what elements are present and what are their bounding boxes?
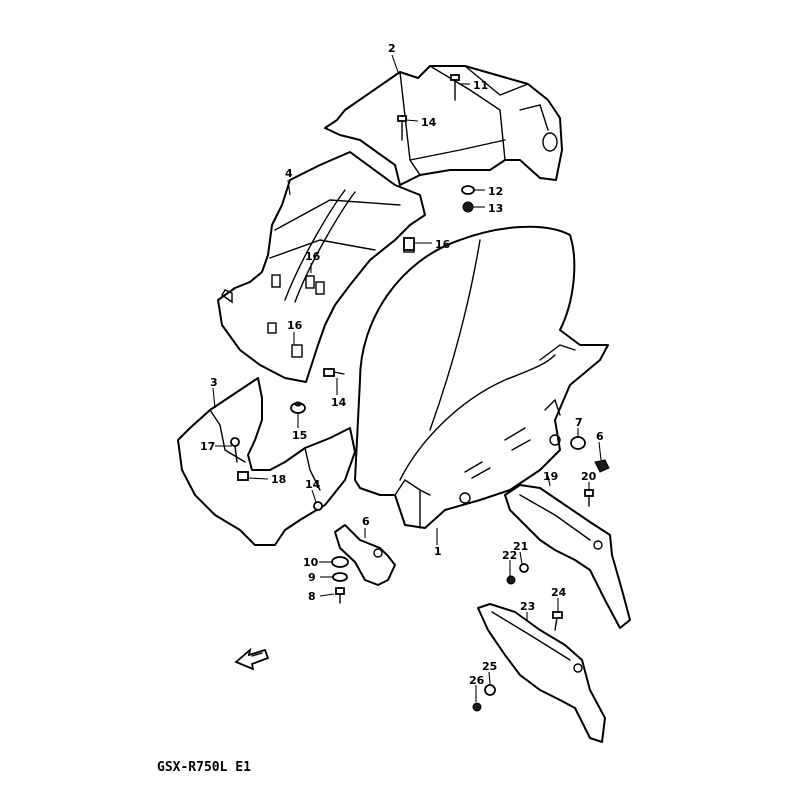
bolt-8	[335, 587, 345, 604]
callout-23: 23	[520, 600, 535, 613]
washer-21	[519, 563, 529, 573]
callout-13: 13	[488, 202, 503, 215]
callout-2: 2	[388, 42, 396, 55]
callout-3: 3	[210, 376, 218, 389]
screw-17	[230, 437, 240, 463]
callout-18: 18	[271, 473, 286, 486]
callout-numbers: 2 11 14 12 13 4 16 16 16 14 15 3 17 18 1…	[200, 42, 604, 687]
callout-9: 9	[308, 571, 316, 584]
callout-20: 20	[581, 470, 597, 483]
callout-26: 26	[469, 674, 485, 687]
callout-4: 4	[285, 167, 293, 180]
part-2-upper-cover	[324, 65, 563, 186]
callout-14: 14	[305, 478, 321, 491]
callout-12: 12	[488, 185, 503, 198]
callout-11: 11	[473, 79, 488, 92]
nut-13	[462, 201, 474, 213]
washer-12	[461, 185, 475, 195]
callout-25: 25	[482, 660, 497, 673]
callout-8: 8	[308, 590, 316, 603]
callout-16: 16	[435, 238, 451, 251]
part-23-plate	[477, 603, 606, 743]
callout-17: 17	[200, 440, 215, 453]
collar-15	[290, 401, 306, 414]
bolt-14-upper	[397, 115, 407, 141]
callout-16: 16	[287, 319, 303, 332]
front-direction-arrow-icon	[234, 647, 270, 671]
callout-24: 24	[551, 586, 567, 599]
part-4-inner-liner	[217, 151, 426, 383]
model-caption: GSX-R750L E1	[157, 760, 251, 775]
callout-22: 22	[502, 549, 517, 562]
callout-7: 7	[575, 416, 583, 429]
callout-16: 16	[305, 250, 321, 263]
leader-lines	[212, 54, 602, 702]
part-3-lower-splash-guard	[177, 377, 356, 546]
bolt-14-lower	[313, 501, 323, 511]
callout-14: 14	[421, 116, 437, 129]
callout-15: 15	[292, 429, 307, 442]
nut-26	[472, 702, 482, 712]
bolt-24	[552, 611, 563, 631]
callout-19: 19	[543, 470, 558, 483]
washer-9	[332, 572, 348, 582]
bolt-11	[450, 74, 460, 101]
washer-25	[484, 684, 496, 696]
callout-14: 14	[331, 396, 347, 409]
callout-6: 6	[362, 515, 370, 528]
nut-6	[594, 459, 610, 473]
hardware	[230, 74, 610, 712]
clip-16-upper	[403, 237, 415, 251]
clip-18	[237, 471, 249, 481]
callout-6: 6	[596, 430, 604, 443]
bolt-14-middle	[323, 368, 345, 377]
callout-21: 21	[513, 540, 528, 553]
part-6-bracket	[334, 524, 396, 586]
part-1-rear-fender	[354, 225, 609, 529]
part-19-plate	[504, 484, 631, 629]
callout-1: 1	[434, 545, 442, 558]
collar-10	[331, 556, 349, 568]
nut-22	[506, 575, 516, 585]
bolt-20	[584, 489, 594, 507]
grommet-7	[570, 436, 586, 450]
callout-10: 10	[303, 556, 319, 569]
